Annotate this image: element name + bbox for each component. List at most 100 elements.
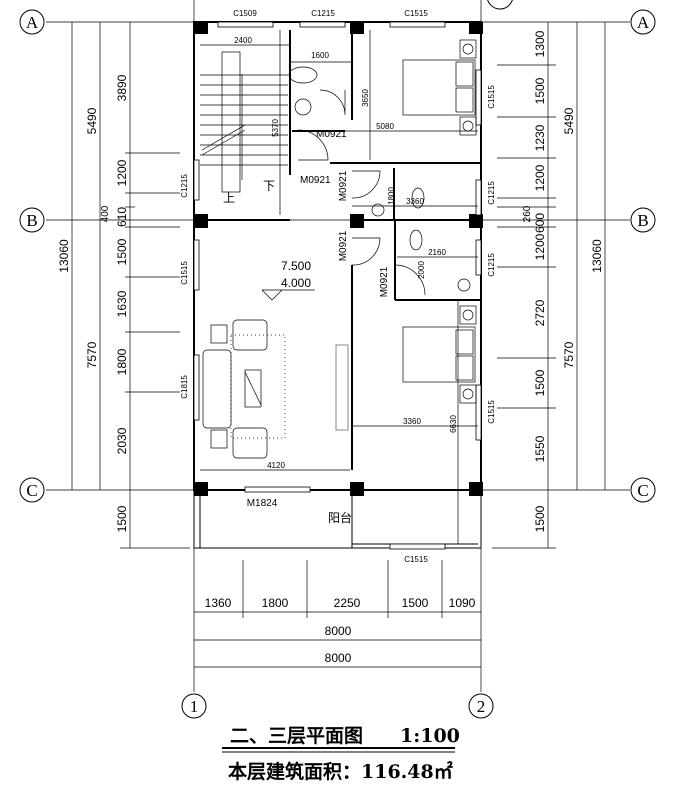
svg-text:C: C xyxy=(637,481,648,500)
window-label: C1515 xyxy=(404,9,428,18)
svg-text:C: C xyxy=(26,481,37,500)
svg-text:1360: 1360 xyxy=(205,596,232,610)
door-label: M1824 xyxy=(247,498,278,509)
svg-text:1800: 1800 xyxy=(115,348,129,375)
svg-text:1230: 1230 xyxy=(533,124,547,151)
axis-bubble-2: 2 xyxy=(468,693,494,719)
window-label: C1515 xyxy=(404,555,428,564)
svg-text:1500: 1500 xyxy=(533,369,547,396)
svg-text:本层建筑面积：116.48㎡: 本层建筑面积：116.48㎡ xyxy=(228,760,453,783)
svg-text:1200: 1200 xyxy=(115,159,129,186)
room-dim: 6630 xyxy=(449,415,458,433)
elevation-mark: 7.500 4.000 xyxy=(261,259,315,301)
svg-text:2720: 2720 xyxy=(533,299,547,326)
svg-text:5490: 5490 xyxy=(85,107,99,134)
svg-text:上: 上 xyxy=(223,191,235,205)
bed-2 xyxy=(402,305,477,404)
window-label: C1815 xyxy=(180,375,189,399)
axis-bubble-b-left: B xyxy=(19,207,45,233)
svg-text:13060: 13060 xyxy=(57,239,71,273)
svg-text:7.500: 7.500 xyxy=(281,259,311,273)
door-label: M0921 xyxy=(316,129,347,140)
svg-text:3890: 3890 xyxy=(115,74,129,101)
svg-text:2030: 2030 xyxy=(115,427,129,454)
staircase: 上 下 xyxy=(200,51,288,205)
svg-text:1550: 1550 xyxy=(533,435,547,462)
window-label: C1515 xyxy=(487,85,496,109)
sofa-set xyxy=(202,319,286,459)
window-label: C1215 xyxy=(311,9,335,18)
svg-text:13060: 13060 xyxy=(590,239,604,273)
svg-text:1300: 1300 xyxy=(533,30,547,57)
svg-text:B: B xyxy=(637,211,648,230)
windows xyxy=(193,21,482,550)
left-dimensions: 13060 5490 7570 3890 1200 400 610 1500 1… xyxy=(57,22,190,549)
window-label: C1215 xyxy=(487,253,496,277)
axis-bubble-c-right: C xyxy=(630,477,656,503)
door-label: M0921 xyxy=(338,230,349,261)
svg-text:600: 600 xyxy=(533,213,547,233)
door-label: M0921 xyxy=(300,175,331,186)
svg-text:2: 2 xyxy=(477,697,486,716)
balcony-label: 阳台 xyxy=(328,510,352,525)
walls xyxy=(193,21,482,549)
window-label: C1509 xyxy=(233,9,257,18)
svg-text:二、三层平面图: 二、三层平面图 xyxy=(230,725,363,747)
svg-text:400: 400 xyxy=(100,205,111,222)
svg-text:1500: 1500 xyxy=(115,505,129,532)
svg-text:610: 610 xyxy=(115,207,129,227)
right-dimensions: 1300 1500 1230 1200 260 600 1200 2720 15… xyxy=(492,22,606,549)
svg-text:2250: 2250 xyxy=(334,596,361,610)
svg-text:1500: 1500 xyxy=(115,238,129,265)
doors xyxy=(297,89,426,296)
room-dim: 1800 xyxy=(387,187,396,205)
svg-text:1200: 1200 xyxy=(533,233,547,260)
svg-text:A: A xyxy=(637,13,650,32)
room-dim: 3650 xyxy=(361,89,370,107)
columns xyxy=(194,22,483,496)
svg-text:下: 下 xyxy=(263,179,275,193)
svg-text:B: B xyxy=(26,211,37,230)
svg-text:7570: 7570 xyxy=(85,341,99,368)
svg-text:8000: 8000 xyxy=(325,624,352,638)
room-dim: 2000 xyxy=(417,261,426,279)
svg-text:1:100: 1:100 xyxy=(400,725,460,747)
svg-text:1500: 1500 xyxy=(533,77,547,104)
room-dim: 2400 xyxy=(234,36,252,45)
svg-text:1500: 1500 xyxy=(533,505,547,532)
window-label: C1215 xyxy=(487,181,496,205)
axis-bubble-c-left: C xyxy=(19,477,45,503)
toilet-fixtures xyxy=(288,66,471,292)
room-dimensions xyxy=(200,30,478,544)
svg-text:1630: 1630 xyxy=(115,290,129,317)
svg-text:260: 260 xyxy=(522,205,533,222)
bed-1 xyxy=(402,39,477,136)
bottom-dimensions: 1360 1800 2250 1500 1090 8000 8000 xyxy=(194,560,481,668)
room-dim: 3360 xyxy=(406,197,424,206)
svg-text:1090: 1090 xyxy=(449,596,476,610)
svg-text:1500: 1500 xyxy=(402,596,429,610)
svg-text:7570: 7570 xyxy=(562,341,576,368)
window-label: C1515 xyxy=(180,261,189,285)
room-dim: 4120 xyxy=(267,461,285,470)
tv-cabinet xyxy=(335,344,349,431)
door-label: M0921 xyxy=(379,266,390,297)
window-label: C1515 xyxy=(487,400,496,424)
axis-bubble-b-right: B xyxy=(630,207,656,233)
room-dim: 2160 xyxy=(428,248,446,257)
window-label: C1215 xyxy=(180,174,189,198)
room-dim: 5080 xyxy=(376,122,394,131)
north-arrow-icon xyxy=(487,0,513,10)
room-dim: 3360 xyxy=(403,417,421,426)
svg-text:A: A xyxy=(26,13,39,32)
axis-bubble-a-left: A xyxy=(19,9,45,35)
svg-text:1800: 1800 xyxy=(262,596,289,610)
svg-text:1: 1 xyxy=(190,697,199,716)
room-dim: 5370 xyxy=(271,119,280,137)
svg-text:4.000: 4.000 xyxy=(281,276,311,290)
axis-bubble-a-right: A xyxy=(630,9,656,35)
svg-text:1200: 1200 xyxy=(533,164,547,191)
svg-text:5490: 5490 xyxy=(562,107,576,134)
drawing-title: 二、三层平面图 1:100 本层建筑面积：116.48㎡ xyxy=(222,725,460,783)
